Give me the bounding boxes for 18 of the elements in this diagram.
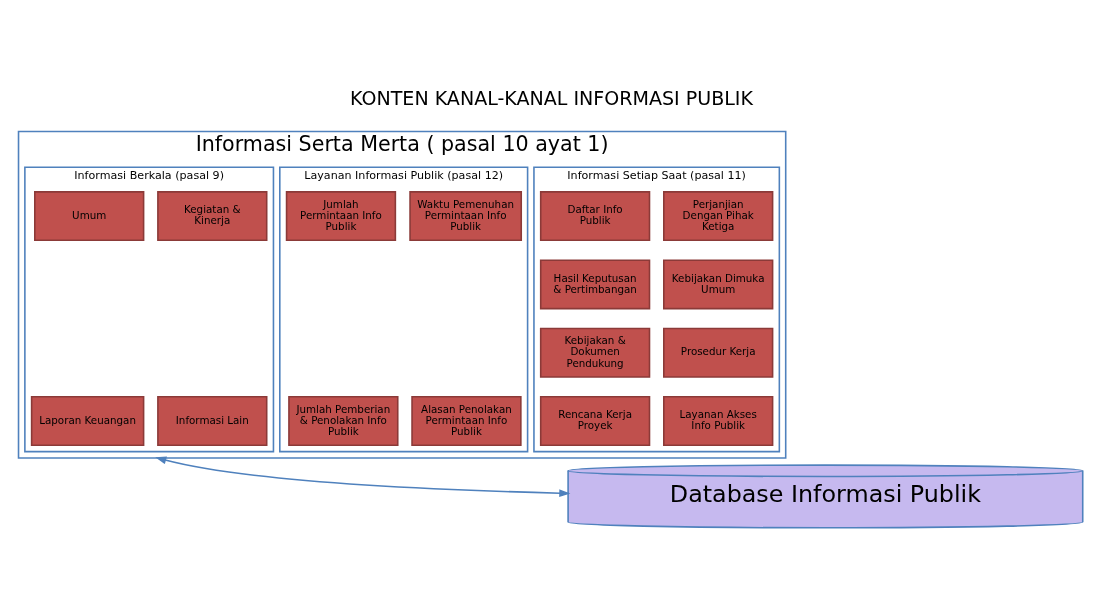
node-box: Jumlah Permintaan Info Publik [285,191,397,242]
node-box: Kebijakan Dimuka Umum [663,259,774,310]
node-box: Rencana Kerja Proyek [539,396,651,447]
node-box: Prosedur Kerja [663,327,774,378]
node-box: Kebijakan & Dokumen Pendukung [539,327,651,378]
node-box: Kegiatan & Kinerja [157,191,268,242]
node-box: Umum [34,191,145,242]
node-box: Jumlah Pemberian & Penolakan Info Publik [288,396,399,447]
node-box: Informasi Lain [157,396,268,447]
node-box: Alasan Penolakan Permintaan Info Publik [411,396,522,447]
node-box: Perjanjian Dengan Pihak Ketiga [663,191,774,242]
node-box: Daftar Info Publik [539,191,651,242]
diagram-title: KONTEN KANAL-KANAL INFORMASI PUBLIK [350,86,753,109]
arrow [155,456,571,498]
node-box: Layanan Akses Info Publik [663,396,774,447]
node-box: Hasil Keputusan & Pertimbangan [539,259,651,310]
node-box: Laporan Keuangan [30,396,145,447]
node-box: Waktu Pemenuhan Permintaan Info Publik [409,191,523,242]
